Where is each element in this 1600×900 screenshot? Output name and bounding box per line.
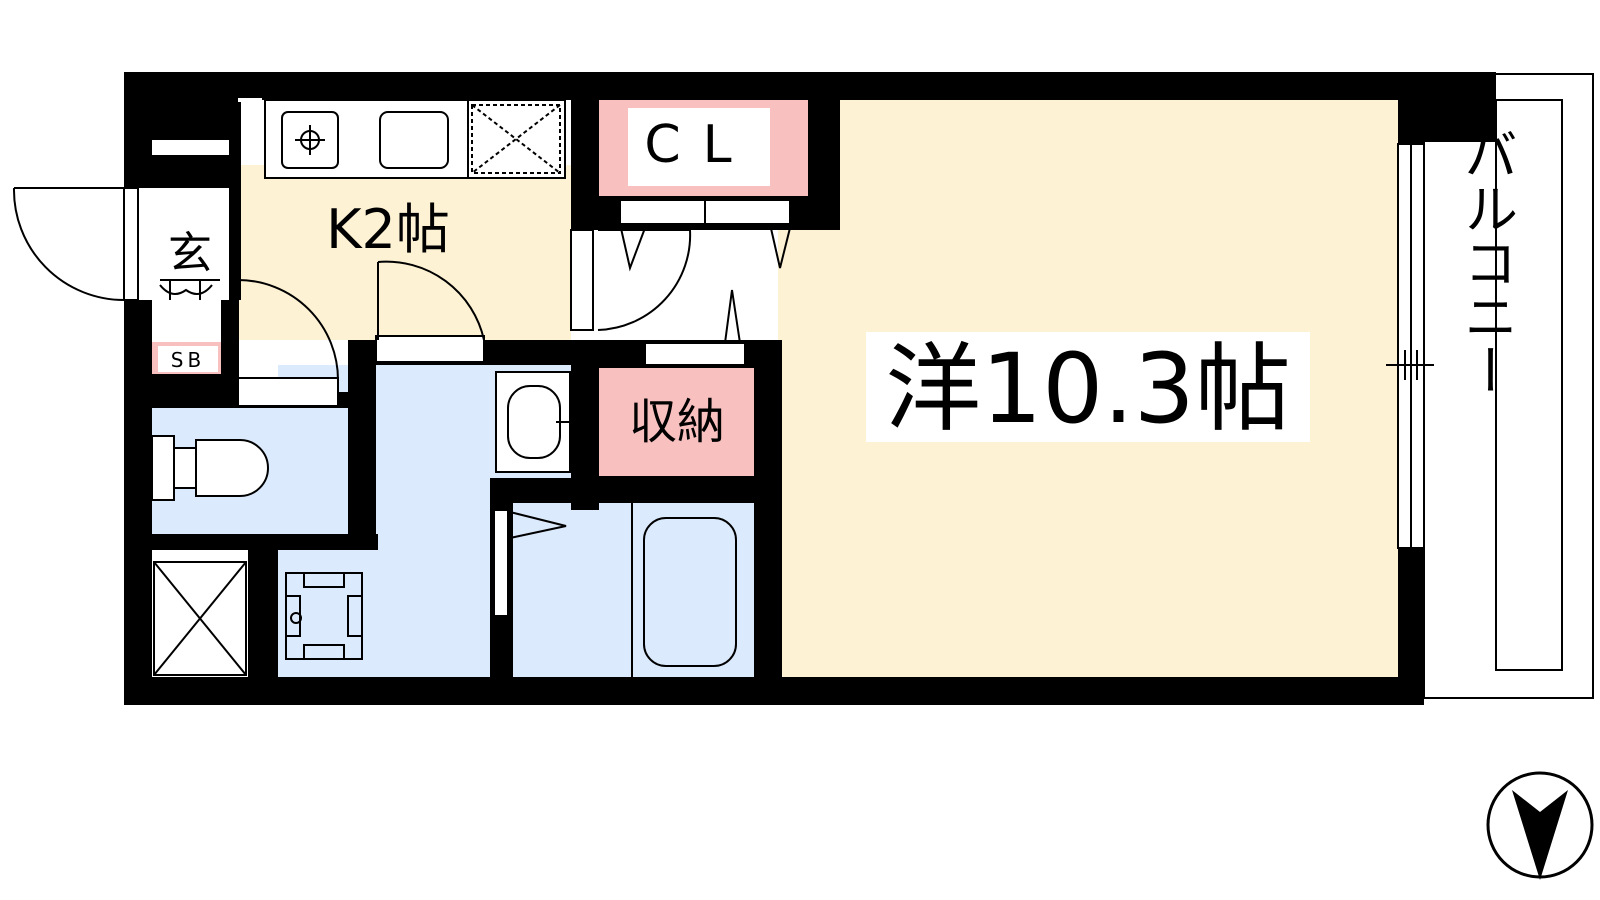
washroom-door-icon — [375, 260, 485, 363]
entrance-floor — [152, 188, 238, 300]
washbasin-icon — [495, 371, 572, 473]
balcony-window-icon — [1386, 143, 1434, 549]
shoe-cabinet-icon — [159, 279, 220, 300]
bathtub-icon — [631, 503, 737, 677]
utility-shaft-icon — [153, 561, 247, 676]
front-door-icon — [12, 187, 139, 301]
storage-door-icon — [644, 289, 746, 366]
balcony-inner — [1495, 99, 1563, 671]
window-kitchen — [238, 98, 262, 102]
north-arrow-icon — [1486, 771, 1594, 880]
western-room-label: 洋10.3帖 — [885, 333, 1291, 445]
kitchen-counter-icon — [264, 99, 566, 179]
balcony-area — [1423, 73, 1594, 699]
entrance-label: 玄 — [168, 228, 212, 279]
closet-door-icon — [619, 199, 791, 272]
kitchen-floor — [235, 165, 571, 340]
shoe-box-label: SB — [171, 348, 205, 372]
room-door-icon — [570, 229, 692, 331]
balcony-label: バルコニー — [1455, 127, 1518, 397]
storage-label: 収納 — [629, 394, 725, 450]
washing-machine-icon — [285, 572, 363, 660]
closet-label: CL — [644, 115, 753, 175]
kitchen-label: K2帖 — [326, 198, 450, 261]
toilet-icon — [151, 435, 269, 501]
toilet-door-icon — [237, 279, 339, 407]
bathroom-door-icon — [493, 509, 567, 617]
